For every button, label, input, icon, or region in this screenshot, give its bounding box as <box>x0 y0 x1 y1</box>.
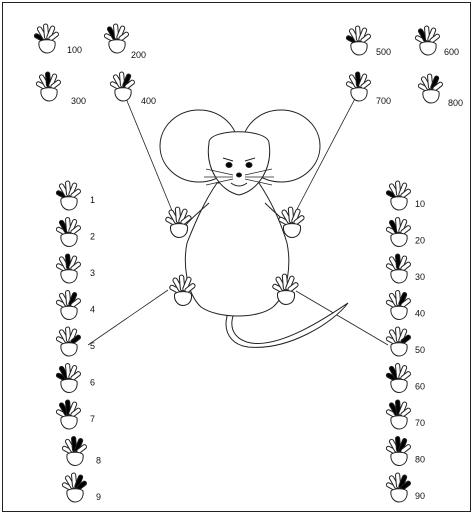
front-code-label-200: 200 <box>131 50 146 60</box>
paw-palm <box>61 197 77 210</box>
hind-right-code-60 <box>386 363 412 392</box>
paw-palm <box>391 306 407 319</box>
hind-right-code-80 <box>386 436 412 465</box>
mouse-nose <box>237 173 242 177</box>
front-paw-code-200 <box>104 24 130 53</box>
paw-palm <box>391 270 407 283</box>
paw-palm <box>283 224 300 238</box>
hind-left-code-7 <box>56 400 82 429</box>
paw-palm <box>61 379 77 392</box>
hind-right-label-10: 10 <box>415 199 425 209</box>
front-code-label-800: 800 <box>448 98 463 108</box>
paw-palm <box>391 197 407 210</box>
front-code-label-300: 300 <box>71 96 86 106</box>
front-paw-code-500 <box>346 26 372 55</box>
mouse-body <box>185 183 288 316</box>
mouse-left-eye <box>226 163 232 168</box>
paw-palm <box>61 270 77 283</box>
front-paw-code-300 <box>36 72 62 101</box>
hind-right-code-20 <box>386 217 412 246</box>
paw-palm <box>277 291 294 305</box>
hind-right-label-70: 70 <box>415 418 425 428</box>
hind-right-code-90 <box>386 473 412 502</box>
hind-left-label-1: 1 <box>90 195 95 205</box>
hind-right-label-50: 50 <box>415 345 425 355</box>
paw-palm <box>391 489 407 502</box>
hind-left-code-5 <box>56 327 82 356</box>
front-paw-code-600 <box>415 26 441 55</box>
mouse-right-eye <box>246 163 252 168</box>
paw-palm <box>423 90 439 103</box>
paw-palm <box>391 416 407 429</box>
hind-right-label-20: 20 <box>415 236 425 246</box>
paw-palm <box>420 42 436 55</box>
hind-left-code-6 <box>56 363 82 392</box>
paw-palm <box>41 88 57 101</box>
paw-palm <box>170 224 187 238</box>
paw-palm <box>67 452 83 465</box>
hind-left-label-9: 9 <box>96 492 101 502</box>
hind-right-code-50 <box>386 327 412 356</box>
paw-palm <box>391 343 407 356</box>
hind-right-code-40 <box>386 290 412 319</box>
mouse-illustration <box>160 110 348 347</box>
hind-left-code-3 <box>56 254 82 283</box>
connector-line-5 <box>88 290 168 345</box>
paw-palm <box>351 88 367 101</box>
paw-palm <box>115 88 131 101</box>
paw-palm <box>174 292 191 306</box>
front-code-label-700: 700 <box>376 96 391 106</box>
front-paw-code-700 <box>346 72 372 101</box>
hind-right-label-40: 40 <box>415 309 425 319</box>
hind-right-code-10 <box>386 181 412 210</box>
connector-line-50 <box>296 291 388 345</box>
front-code-label-400: 400 <box>141 96 156 106</box>
figure-frame: 100 200 300 400 500 600 700 800 1 2 3 4 5 6 7 8 9 10 20 3… <box>2 2 471 512</box>
paw-palm <box>61 306 77 319</box>
mouse-paw-coding-diagram: 100 200 300 400 500 600 700 800 1 2 3 4 5 6 7 8 9 10 20 3… <box>3 3 472 513</box>
paw-palm <box>391 233 407 246</box>
hind-left-code-1 <box>56 181 82 210</box>
hind-left-label-4: 4 <box>90 305 95 315</box>
hind-right-label-60: 60 <box>415 382 425 392</box>
paw-palm <box>109 40 125 53</box>
front-code-label-500: 500 <box>376 47 391 57</box>
hind-left-label-5: 5 <box>90 341 95 351</box>
front-paw-code-100 <box>34 24 60 53</box>
hind-left-label-8: 8 <box>96 456 101 466</box>
hind-left-code-4 <box>56 290 82 319</box>
hind-right-label-90: 90 <box>415 491 425 501</box>
front-code-label-600: 600 <box>444 47 459 57</box>
paw-palm <box>391 379 407 392</box>
hind-left-code-2 <box>56 217 82 246</box>
hind-right-label-30: 30 <box>415 272 425 282</box>
hind-left-code-9 <box>62 473 88 502</box>
front-paw-code-400 <box>110 72 136 101</box>
paw-palm <box>67 489 83 502</box>
paw-palm <box>391 452 407 465</box>
hind-left-label-3: 3 <box>90 268 95 278</box>
paw-palm <box>61 343 77 356</box>
hind-right-label-80: 80 <box>415 455 425 465</box>
front-code-label-100: 100 <box>67 45 82 55</box>
hind-right-code-30 <box>386 254 412 283</box>
hind-left-label-2: 2 <box>90 232 95 242</box>
hind-right-code-70 <box>386 400 412 429</box>
paw-palm <box>39 40 55 53</box>
front-paw-code-800 <box>418 74 444 103</box>
paw-palm <box>61 416 77 429</box>
hind-left-label-7: 7 <box>90 414 95 424</box>
paw-palm <box>61 233 77 246</box>
paw-palm <box>351 42 367 55</box>
hind-left-code-8 <box>62 436 88 465</box>
hind-left-label-6: 6 <box>90 378 95 388</box>
